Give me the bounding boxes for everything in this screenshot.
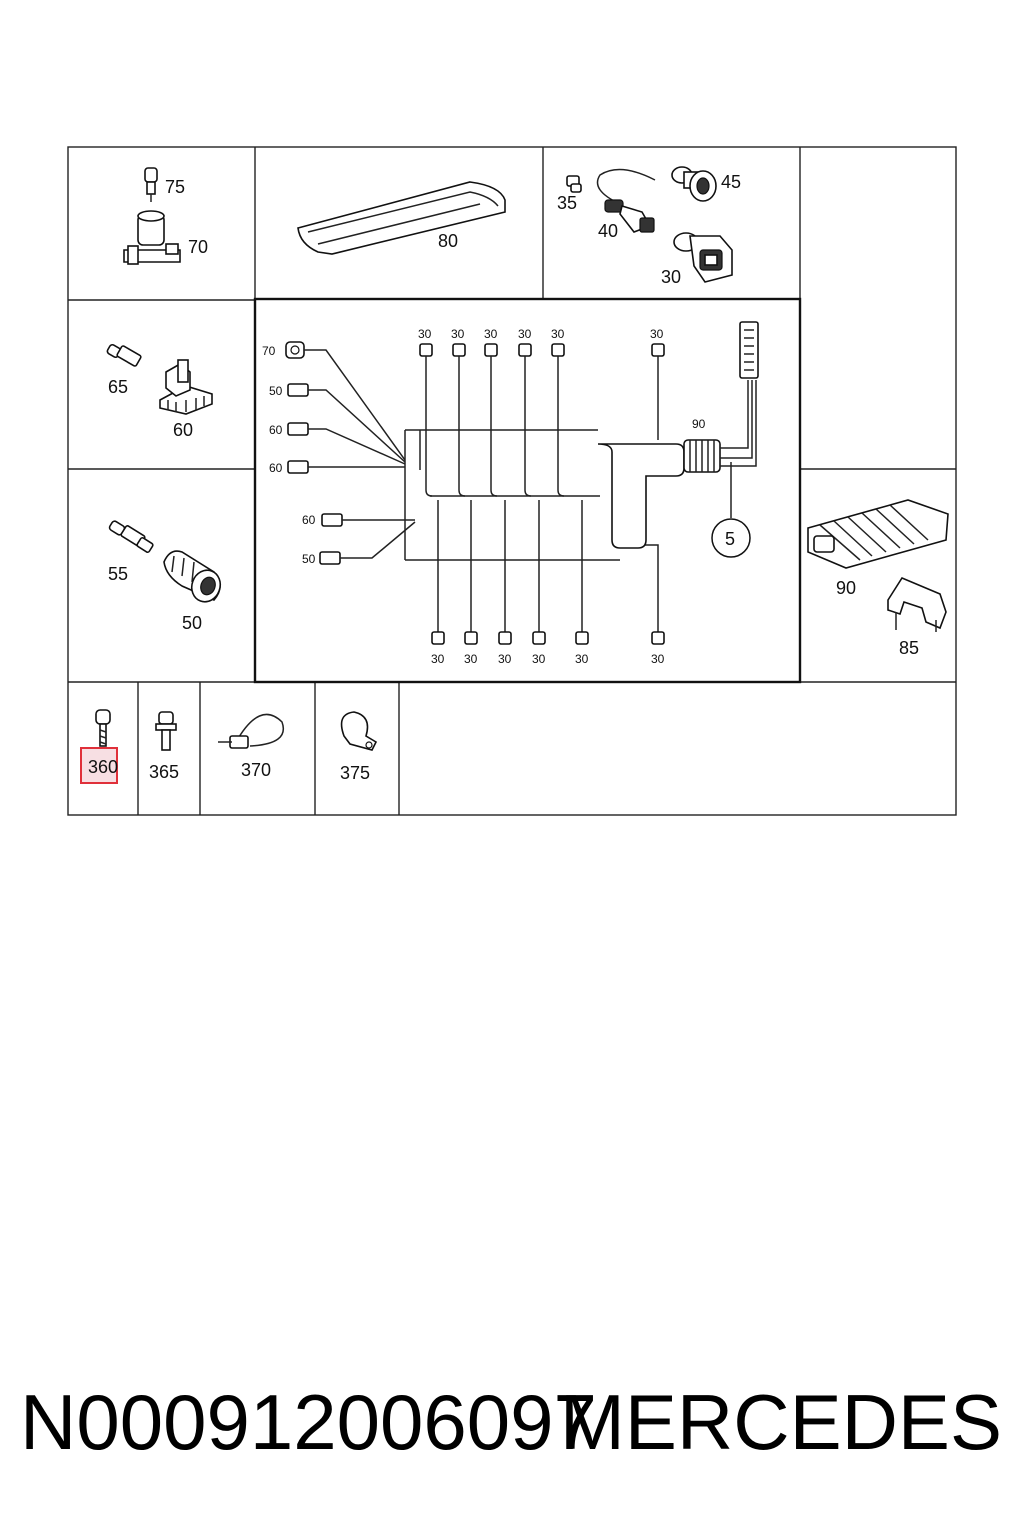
harness-connector-60a <box>287 422 309 436</box>
harness-label-60a: 60 <box>269 423 283 437</box>
part-55-connector-pin <box>108 520 154 553</box>
harness-label-50b: 50 <box>302 552 316 566</box>
part-50-round-connector <box>163 550 222 603</box>
part-60-clip-holder <box>159 359 213 415</box>
label-90: 90 <box>836 578 856 598</box>
part-35-plug <box>566 175 582 193</box>
harness-drawing: 70 50 60 60 60 50 30 30 30 30 30 30 <box>262 321 759 666</box>
part-375-pipe-clamp <box>340 711 378 751</box>
harness-connector-60c <box>321 513 343 527</box>
harness-bottom-label-4: 30 <box>532 652 546 666</box>
part-40-cable-connector <box>596 168 656 233</box>
harness-top-terminals <box>419 343 665 497</box>
part-85-bracket <box>887 577 947 632</box>
label-70: 70 <box>188 237 208 257</box>
harness-top-label-4: 30 <box>518 327 532 341</box>
harness-bottom-label-1: 30 <box>431 652 445 666</box>
label-65: 65 <box>108 377 128 397</box>
part-360-screw <box>95 709 111 747</box>
label-40: 40 <box>598 221 618 241</box>
harness-label-90: 90 <box>692 417 706 431</box>
label-35: 35 <box>557 193 577 213</box>
harness-bottom-label-5: 30 <box>575 652 589 666</box>
callout-circle-5 <box>711 518 751 558</box>
harness-label-50a: 50 <box>269 384 283 398</box>
label-365: 365 <box>149 762 179 782</box>
harness-bottom-terminals <box>431 500 665 645</box>
part-365-bolt <box>155 711 177 751</box>
harness-label-60b: 60 <box>269 461 283 475</box>
harness-top-label-2: 30 <box>451 327 465 341</box>
part-70-sensor-housing <box>123 210 181 265</box>
callout-label-5: 5 <box>725 529 735 549</box>
harness-connector-60b <box>287 460 309 474</box>
harness-top-label-1: 30 <box>418 327 432 341</box>
harness-bottom-label-3: 30 <box>498 652 512 666</box>
part-30-connector-housing <box>673 232 733 283</box>
harness-label-70: 70 <box>262 344 276 358</box>
harness-label-60c: 60 <box>302 513 316 527</box>
label-375: 375 <box>340 763 370 783</box>
harness-multi-pin-plug <box>739 321 759 379</box>
harness-elbow-junction <box>597 443 685 549</box>
harness-top-label-3: 30 <box>484 327 498 341</box>
label-80: 80 <box>438 231 458 251</box>
harness-connector-50b <box>319 551 341 565</box>
part-number: N000912006097 <box>20 1378 597 1466</box>
part-45-grommet <box>671 166 717 202</box>
highlight-box-360[interactable] <box>80 747 118 784</box>
part-370-cable-tie <box>218 713 284 749</box>
part-75-sensor-pin <box>144 167 158 202</box>
harness-bottom-label-2: 30 <box>464 652 478 666</box>
harness-bottom-label-6: 30 <box>651 652 665 666</box>
harness-grommet-90 <box>683 439 721 473</box>
harness-panel <box>253 297 802 684</box>
label-50: 50 <box>182 613 202 633</box>
part-80-cover-rail <box>297 181 506 255</box>
label-75: 75 <box>165 177 185 197</box>
label-85: 85 <box>899 638 919 658</box>
footer: N000912006097 MERCEDES <box>0 1372 1024 1472</box>
brand-name: MERCEDES <box>559 1378 1002 1466</box>
label-30: 30 <box>661 267 681 287</box>
label-45: 45 <box>721 172 741 192</box>
label-60: 60 <box>173 420 193 440</box>
diagram-grid <box>67 146 957 816</box>
part-65-contact-pin <box>106 343 142 367</box>
part-90-bellows-grommet <box>807 499 949 569</box>
harness-top-label-5: 30 <box>551 327 565 341</box>
label-370: 370 <box>241 760 271 780</box>
label-55: 55 <box>108 564 128 584</box>
harness-connector-50a <box>287 383 309 397</box>
harness-top-label-6: 30 <box>650 327 664 341</box>
label-360: 360 <box>88 757 118 777</box>
